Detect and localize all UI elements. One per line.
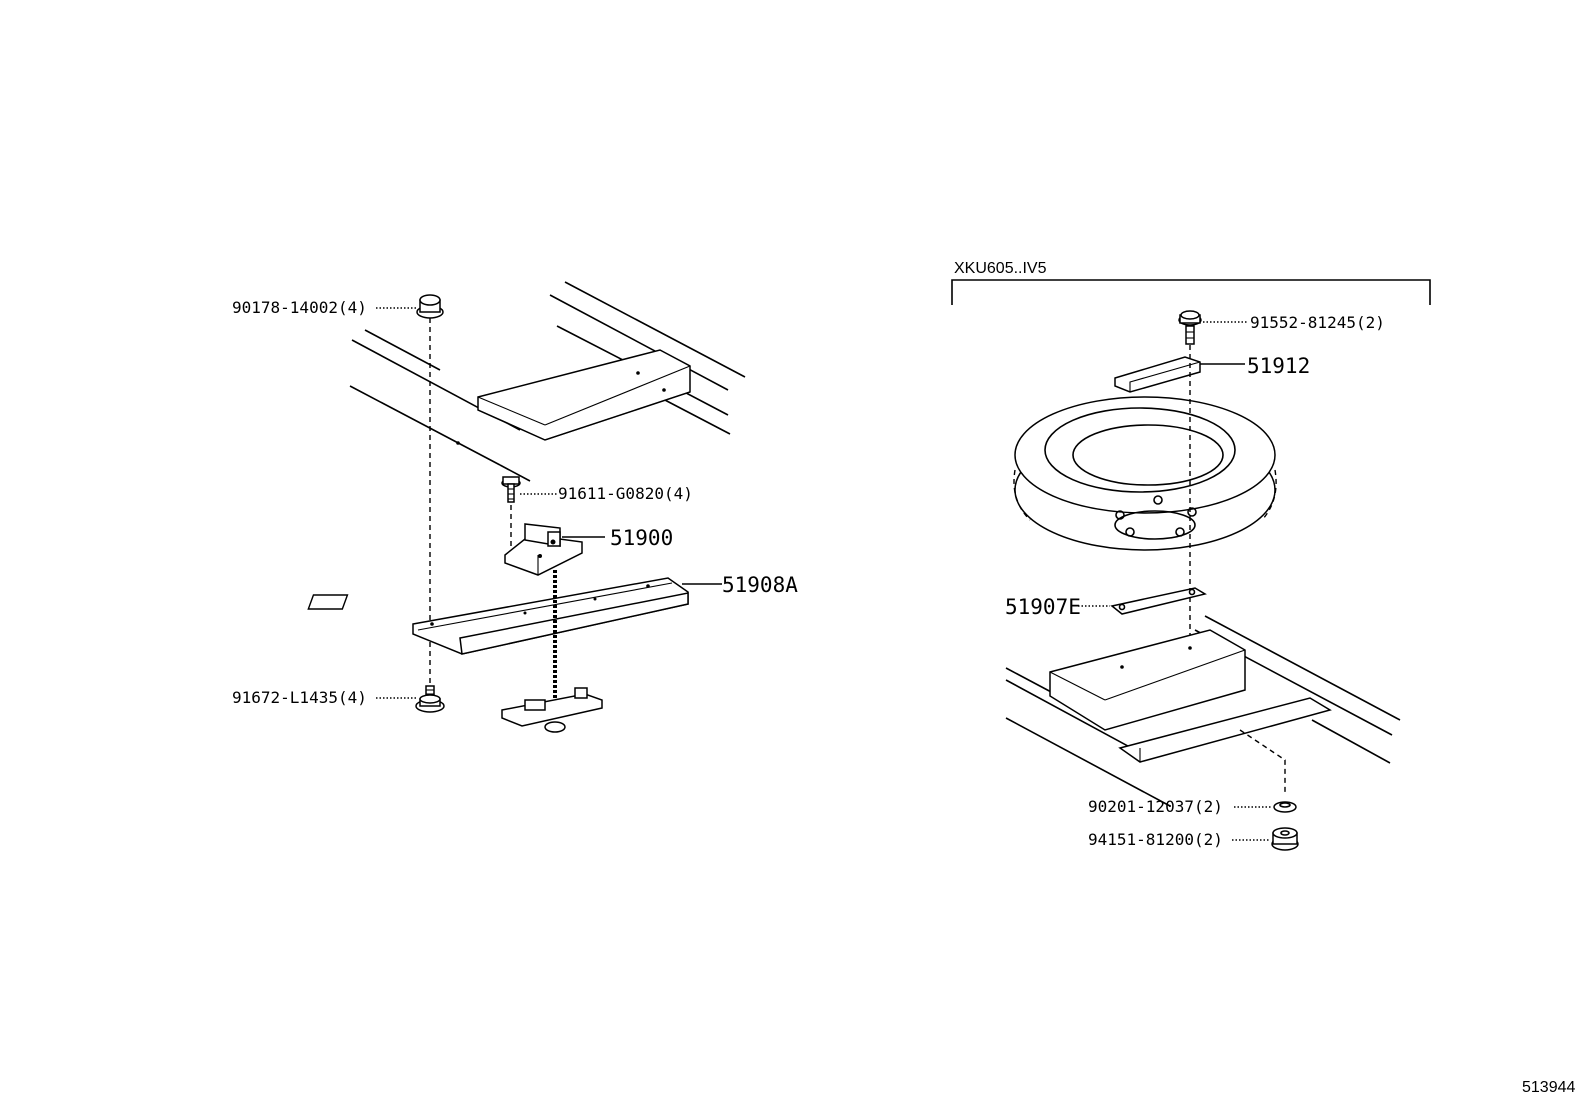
label-nut-top: 90178-14002(4) xyxy=(232,298,367,317)
label-carrier: 51900 xyxy=(610,526,673,550)
label-bracket: 51908A xyxy=(722,573,798,597)
nut-icon xyxy=(416,294,444,319)
label-washer: 90201-12037(2) xyxy=(1088,797,1223,816)
carrier-bracket xyxy=(307,577,689,655)
bolt-icon xyxy=(1178,310,1202,345)
label-bolt-small: 91611-G0820(4) xyxy=(558,484,693,503)
left-assembly xyxy=(307,281,746,733)
figure-code: 513944 xyxy=(1522,1079,1575,1096)
variant-label: XKU605..IV5 xyxy=(954,260,1047,277)
left-chassis-frame xyxy=(349,281,746,482)
washer-icon xyxy=(1273,801,1297,813)
bolt-icon xyxy=(415,685,445,713)
label-plate-bottom: 51907E xyxy=(1005,595,1081,619)
label-bolt-bottom: 91672-L1435(4) xyxy=(232,688,367,707)
label-plate-top: 51912 xyxy=(1247,354,1310,378)
spare-tire-carrier xyxy=(504,523,583,576)
retainer-plate-top xyxy=(1114,356,1201,393)
tire-hanger xyxy=(501,687,603,733)
spare-tire xyxy=(1013,396,1277,551)
retainer-plate-bottom xyxy=(1110,587,1207,615)
bolt-icon xyxy=(501,476,521,503)
label-bolt-top: 91552-81245(2) xyxy=(1250,313,1385,332)
label-nut-bottom: 94151-81200(2) xyxy=(1088,830,1223,849)
nut-icon xyxy=(1271,827,1299,851)
variant-bracket-line xyxy=(951,279,1431,305)
right-chassis-frame xyxy=(1005,615,1401,807)
right-assembly xyxy=(1005,310,1401,851)
